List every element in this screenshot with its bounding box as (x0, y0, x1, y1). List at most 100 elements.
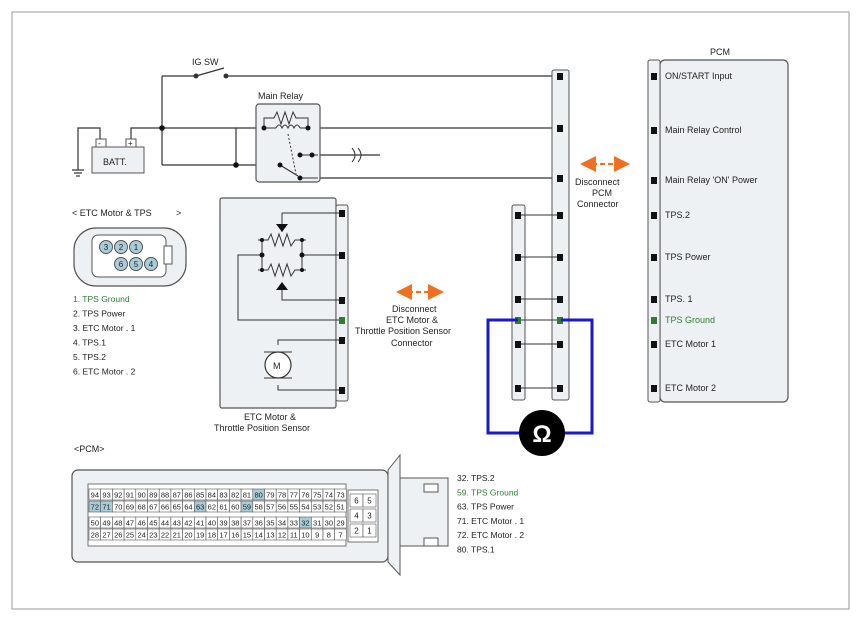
main-relay-label: Main Relay (258, 91, 304, 101)
etc-pin-terminal (339, 387, 345, 394)
pcm-pin-number: 55 (290, 503, 298, 512)
pcm-pin-number: 65 (173, 503, 181, 512)
disconnect-etc-line2: ETC Motor & (386, 315, 438, 325)
pcm-pin-terminal (651, 296, 657, 303)
pcm-pin-number: 83 (219, 491, 227, 500)
etc-pin-number: 4 (149, 260, 154, 269)
pcm-pin-number: 81 (243, 491, 251, 500)
etc-pin-terminal (339, 317, 345, 324)
pcm-pin-label: ON/START Input (665, 71, 733, 81)
disconnect-pcm-line2: PCM (592, 188, 612, 198)
pcm-pin-number: 61 (219, 503, 227, 512)
pcm-pin-number: 44 (161, 519, 169, 528)
pcm-pin-number: 8 (327, 531, 331, 540)
pcm-pin-terminal (651, 177, 657, 184)
pcm-harness-terminal (557, 175, 563, 182)
pcm-connector-title: <PCM> (74, 444, 105, 454)
pcm-harness-terminal (557, 385, 563, 392)
pcm-pin-number: 69 (126, 503, 134, 512)
etc-pin-circle (114, 257, 128, 271)
pcm-pin-terminal (651, 73, 657, 80)
etc-pin-number: 6 (119, 260, 124, 269)
pcm-pin-number: 93 (102, 491, 110, 500)
pcm-pin-number: 70 (114, 503, 122, 512)
pcm-pin-number: 77 (290, 491, 298, 500)
pcm-pin-number: 82 (231, 491, 239, 500)
pcm-pin-number: 37 (243, 519, 251, 528)
pcm-pin-number: 90 (137, 491, 145, 500)
pcm-pin-number: 18 (208, 531, 216, 540)
pcm-pin-label: TPS.2 (665, 210, 690, 220)
pcm-side-cell (362, 523, 377, 538)
pcm-pin-label: Main Relay Control (665, 125, 742, 135)
ohm-meter-icon: Ω (519, 410, 565, 456)
ig-switch-label: IG SW (192, 57, 219, 67)
pcm-pin-cell (334, 488, 347, 501)
pcm-legend-item: 63. TPS Power (457, 502, 514, 512)
etc-pin-number: 3 (104, 243, 109, 252)
pcm-pin-number: 73 (336, 491, 344, 500)
pcm-pin-number: 47 (126, 519, 134, 528)
pcm-pin-number: 32 (301, 519, 309, 528)
pcm-pin-number: 19 (196, 531, 204, 540)
etc-pin-circle (144, 257, 158, 271)
pcm-legend-item: 80. TPS.1 (457, 545, 495, 555)
etc-pin-circle (99, 240, 113, 254)
pcm-side-number: 3 (367, 512, 372, 521)
pcm-pin-number: 48 (114, 519, 122, 528)
pcm-pin-number: 38 (231, 519, 239, 528)
pcm-pin-label: Main Relay 'ON' Power (665, 175, 757, 185)
pcm-side-number: 4 (354, 512, 359, 521)
pcm-pin-number: 88 (161, 491, 169, 500)
pcm-legend-item: 72. ETC Motor . 2 (457, 530, 524, 540)
pcm-pin-number: 75 (313, 491, 321, 500)
etc-connector-title-end: > (176, 208, 181, 218)
pcm-harness-terminal (557, 125, 563, 132)
pcm-pin-number: 20 (184, 531, 192, 540)
pcm-side-number: 6 (354, 497, 359, 506)
etc-connector-title: < ETC Motor & TPS (72, 208, 152, 218)
disconnect-pcm-line3: Connector (577, 199, 619, 209)
pcm-pin-number: 40 (208, 519, 216, 528)
disconnect-pcm-line1: Disconnect (575, 177, 620, 187)
etc-legend-item: 3. ETC Motor . 1 (73, 323, 136, 333)
etc-harness-terminal (515, 385, 521, 392)
pcm-pin-number: 57 (266, 503, 274, 512)
pcm-harness-terminal (557, 73, 563, 80)
etc-box-label-line2: Throttle Position Sensor (214, 423, 310, 433)
pcm-title: PCM (710, 47, 730, 57)
pcm-pin-cell (334, 528, 347, 541)
pcm-pin-number: 76 (301, 491, 309, 500)
pcm-pin-number: 29 (336, 519, 344, 528)
pcm-pin-terminal (651, 254, 657, 261)
pcm-pin-terminal (651, 385, 657, 392)
pcm-pin-number: 84 (208, 491, 216, 500)
pcm-pin-number: 22 (161, 531, 169, 540)
pcm-pin-terminal (651, 341, 657, 348)
main-relay-box (255, 103, 321, 183)
pcm-pin-number: 85 (196, 491, 204, 500)
etc-harness-terminal (515, 212, 521, 219)
etc-pin-circle (129, 257, 143, 271)
motor-icon (264, 351, 292, 379)
pcm-pin-number: 72 (91, 503, 99, 512)
pcm-pin-number: 10 (301, 531, 309, 540)
tps-wiper-arrow (276, 282, 288, 290)
pcm-pin-number: 15 (243, 531, 251, 540)
etc-legend-item: 5. TPS.2 (73, 352, 106, 362)
pcm-side-number: 2 (354, 527, 359, 536)
harness-wires (515, 73, 563, 392)
wire-break-mark (357, 147, 362, 163)
etc-pin-terminal (339, 252, 345, 259)
pcm-pin-number: 54 (301, 503, 309, 512)
pcm-pin-number: 53 (313, 503, 321, 512)
battery-neg-label: - (98, 139, 101, 148)
pcm-pin-terminal (651, 212, 657, 219)
etc-pin-circle (129, 240, 143, 254)
etc-box-label-line1: ETC Motor & (244, 412, 296, 422)
pcm-pin-cell (334, 500, 347, 513)
pcm-pin-number: 59 (243, 503, 251, 512)
